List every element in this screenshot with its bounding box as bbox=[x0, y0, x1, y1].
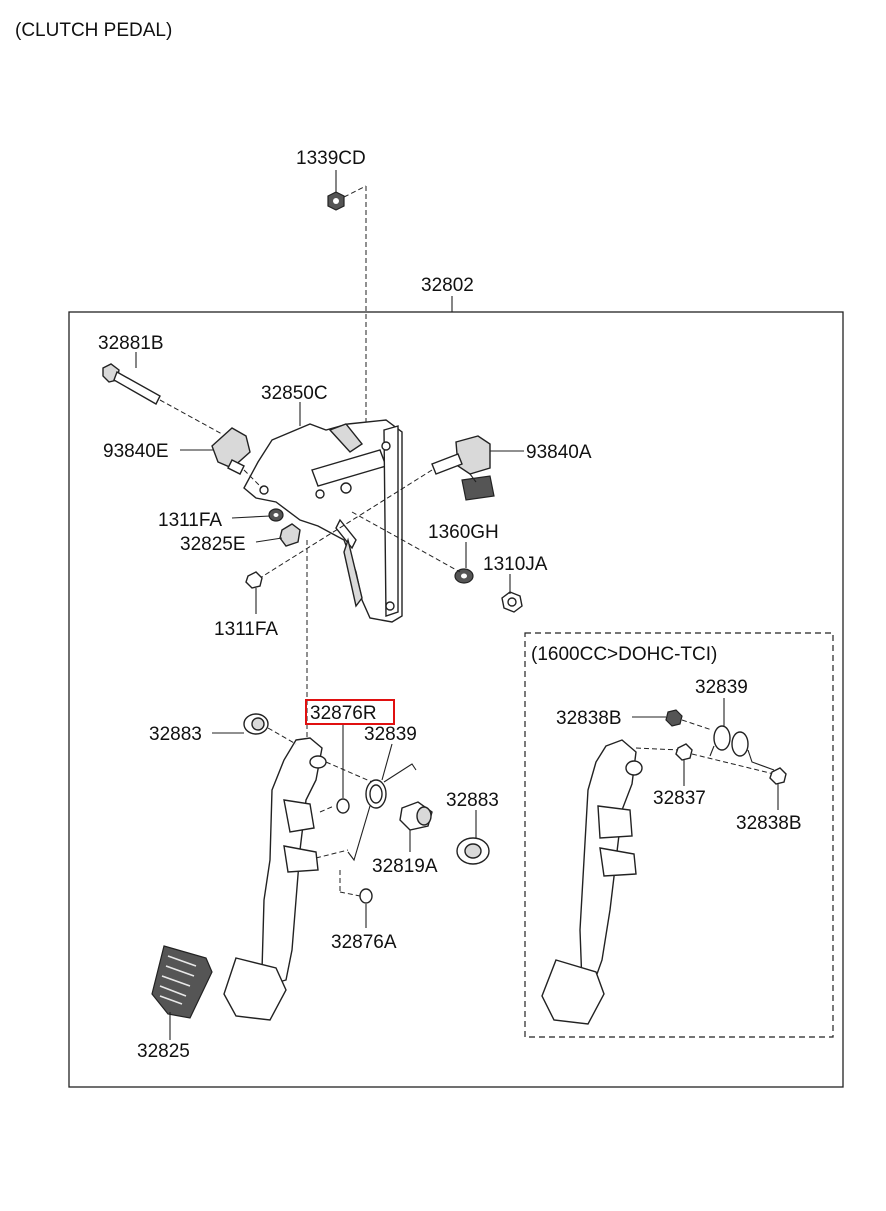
bushing-32876R-icon bbox=[336, 798, 350, 814]
nut-1339CD-icon bbox=[327, 191, 345, 211]
diagram-title: (CLUTCH PEDAL) bbox=[15, 20, 172, 41]
label-32839-right: 32839 bbox=[695, 677, 748, 698]
bushing-32837-icon bbox=[675, 743, 693, 761]
highlight-box-32876R bbox=[305, 699, 395, 725]
variant-frame bbox=[524, 632, 834, 1038]
label-1360GH: 1360GH bbox=[428, 522, 499, 543]
switch-93840A-icon bbox=[431, 435, 495, 501]
nut-1310JA-icon bbox=[501, 591, 523, 613]
stopper-32825E-icon bbox=[279, 523, 301, 547]
label-32876A: 32876A bbox=[331, 932, 397, 953]
label-32838B-lower: 32838B bbox=[736, 813, 802, 834]
bush-32883-left-icon bbox=[243, 713, 269, 735]
label-1311FA-lower: 1311FA bbox=[214, 619, 278, 640]
label-1339CD: 1339CD bbox=[296, 148, 366, 169]
label-32883-left: 32883 bbox=[149, 724, 202, 745]
switch-93840E-icon bbox=[211, 427, 251, 475]
bushing-32838B-upper-icon bbox=[665, 709, 683, 727]
washer-1360GH-icon bbox=[454, 568, 474, 584]
bolt-32881B-icon bbox=[102, 363, 161, 405]
bolt-1311FA-lower-icon bbox=[245, 571, 263, 589]
label-32825E: 32825E bbox=[180, 534, 246, 555]
label-32802: 32802 bbox=[421, 275, 474, 296]
label-93840A: 93840A bbox=[526, 442, 592, 463]
variant-label: (1600CC>DOHC-TCI) bbox=[531, 644, 717, 665]
bush-32883-right-icon bbox=[456, 837, 490, 865]
label-32837: 32837 bbox=[653, 788, 706, 809]
label-32819A: 32819A bbox=[372, 856, 438, 877]
label-32876R: 32876R bbox=[310, 703, 377, 724]
pedal-pad-32825-icon bbox=[151, 945, 213, 1019]
label-32850C: 32850C bbox=[261, 383, 328, 404]
nut-1311FA-upper-icon bbox=[268, 508, 284, 522]
label-32839-left: 32839 bbox=[364, 724, 417, 745]
label-1311FA-upper: 1311FA bbox=[158, 510, 222, 531]
bush-32819A-icon bbox=[399, 801, 433, 831]
label-32825: 32825 bbox=[137, 1041, 190, 1062]
spring-32839-right-icon bbox=[709, 725, 775, 771]
pedal-bracket-icon bbox=[243, 419, 403, 623]
label-1310JA: 1310JA bbox=[483, 554, 548, 575]
bushing-32876A-icon bbox=[359, 888, 373, 904]
bushing-32838B-lower-icon bbox=[769, 767, 787, 785]
assembly-frame bbox=[68, 311, 844, 1088]
label-32881B: 32881B bbox=[98, 333, 164, 354]
variant-pedal-arm-icon bbox=[541, 739, 643, 1025]
label-32883-right: 32883 bbox=[446, 790, 499, 811]
label-93840E: 93840E bbox=[103, 441, 169, 462]
clutch-pedal-arm-icon bbox=[223, 737, 327, 1021]
label-32838B-upper: 32838B bbox=[556, 708, 622, 729]
spring-32839-left-icon bbox=[347, 763, 417, 862]
